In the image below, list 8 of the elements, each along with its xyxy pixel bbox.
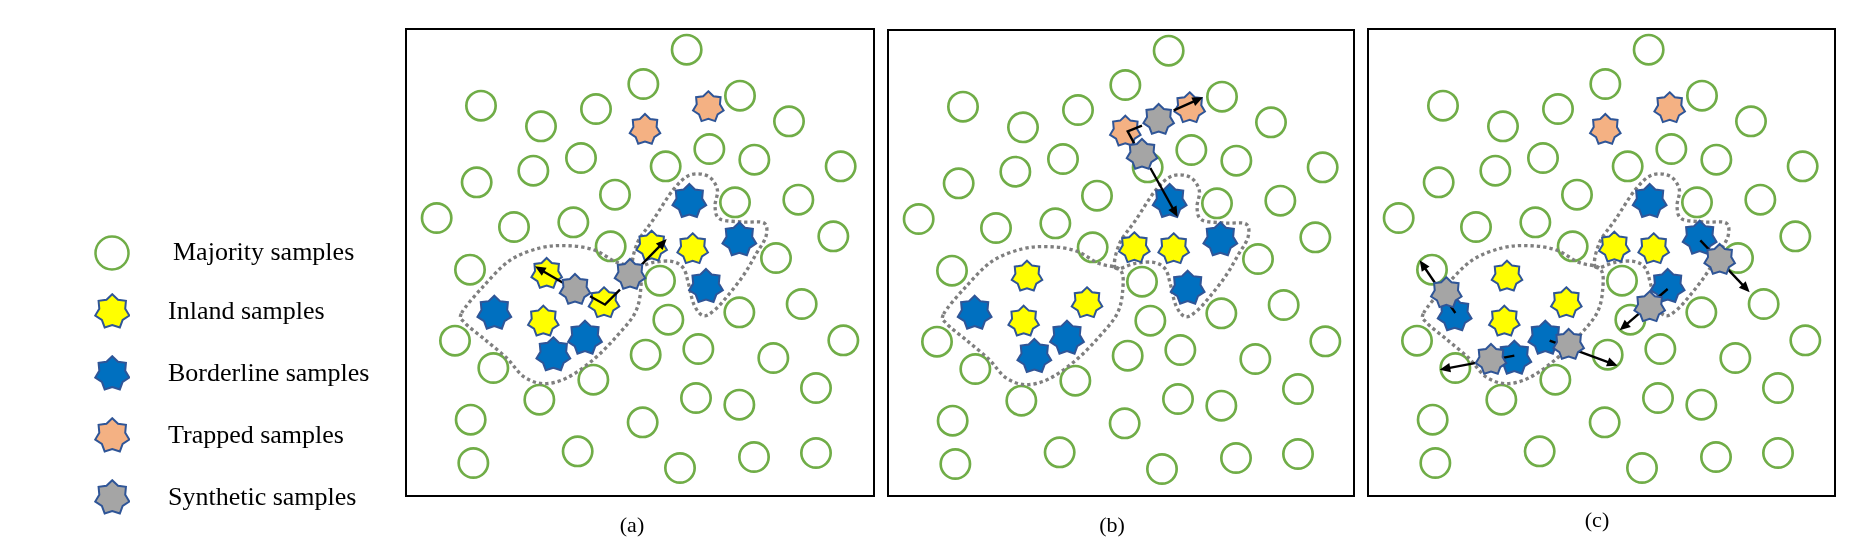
panel-caption: (a): [619, 512, 645, 538]
panel-caption: (c): [1584, 507, 1610, 533]
legend-label: Majority samples: [173, 237, 355, 267]
legend-label: Borderline samples: [168, 358, 370, 388]
legend-label: Inland samples: [168, 296, 325, 326]
panel-caption: (b): [1099, 512, 1125, 538]
legend-label: Trapped samples: [168, 420, 344, 450]
legend-label: Synthetic samples: [168, 482, 357, 512]
